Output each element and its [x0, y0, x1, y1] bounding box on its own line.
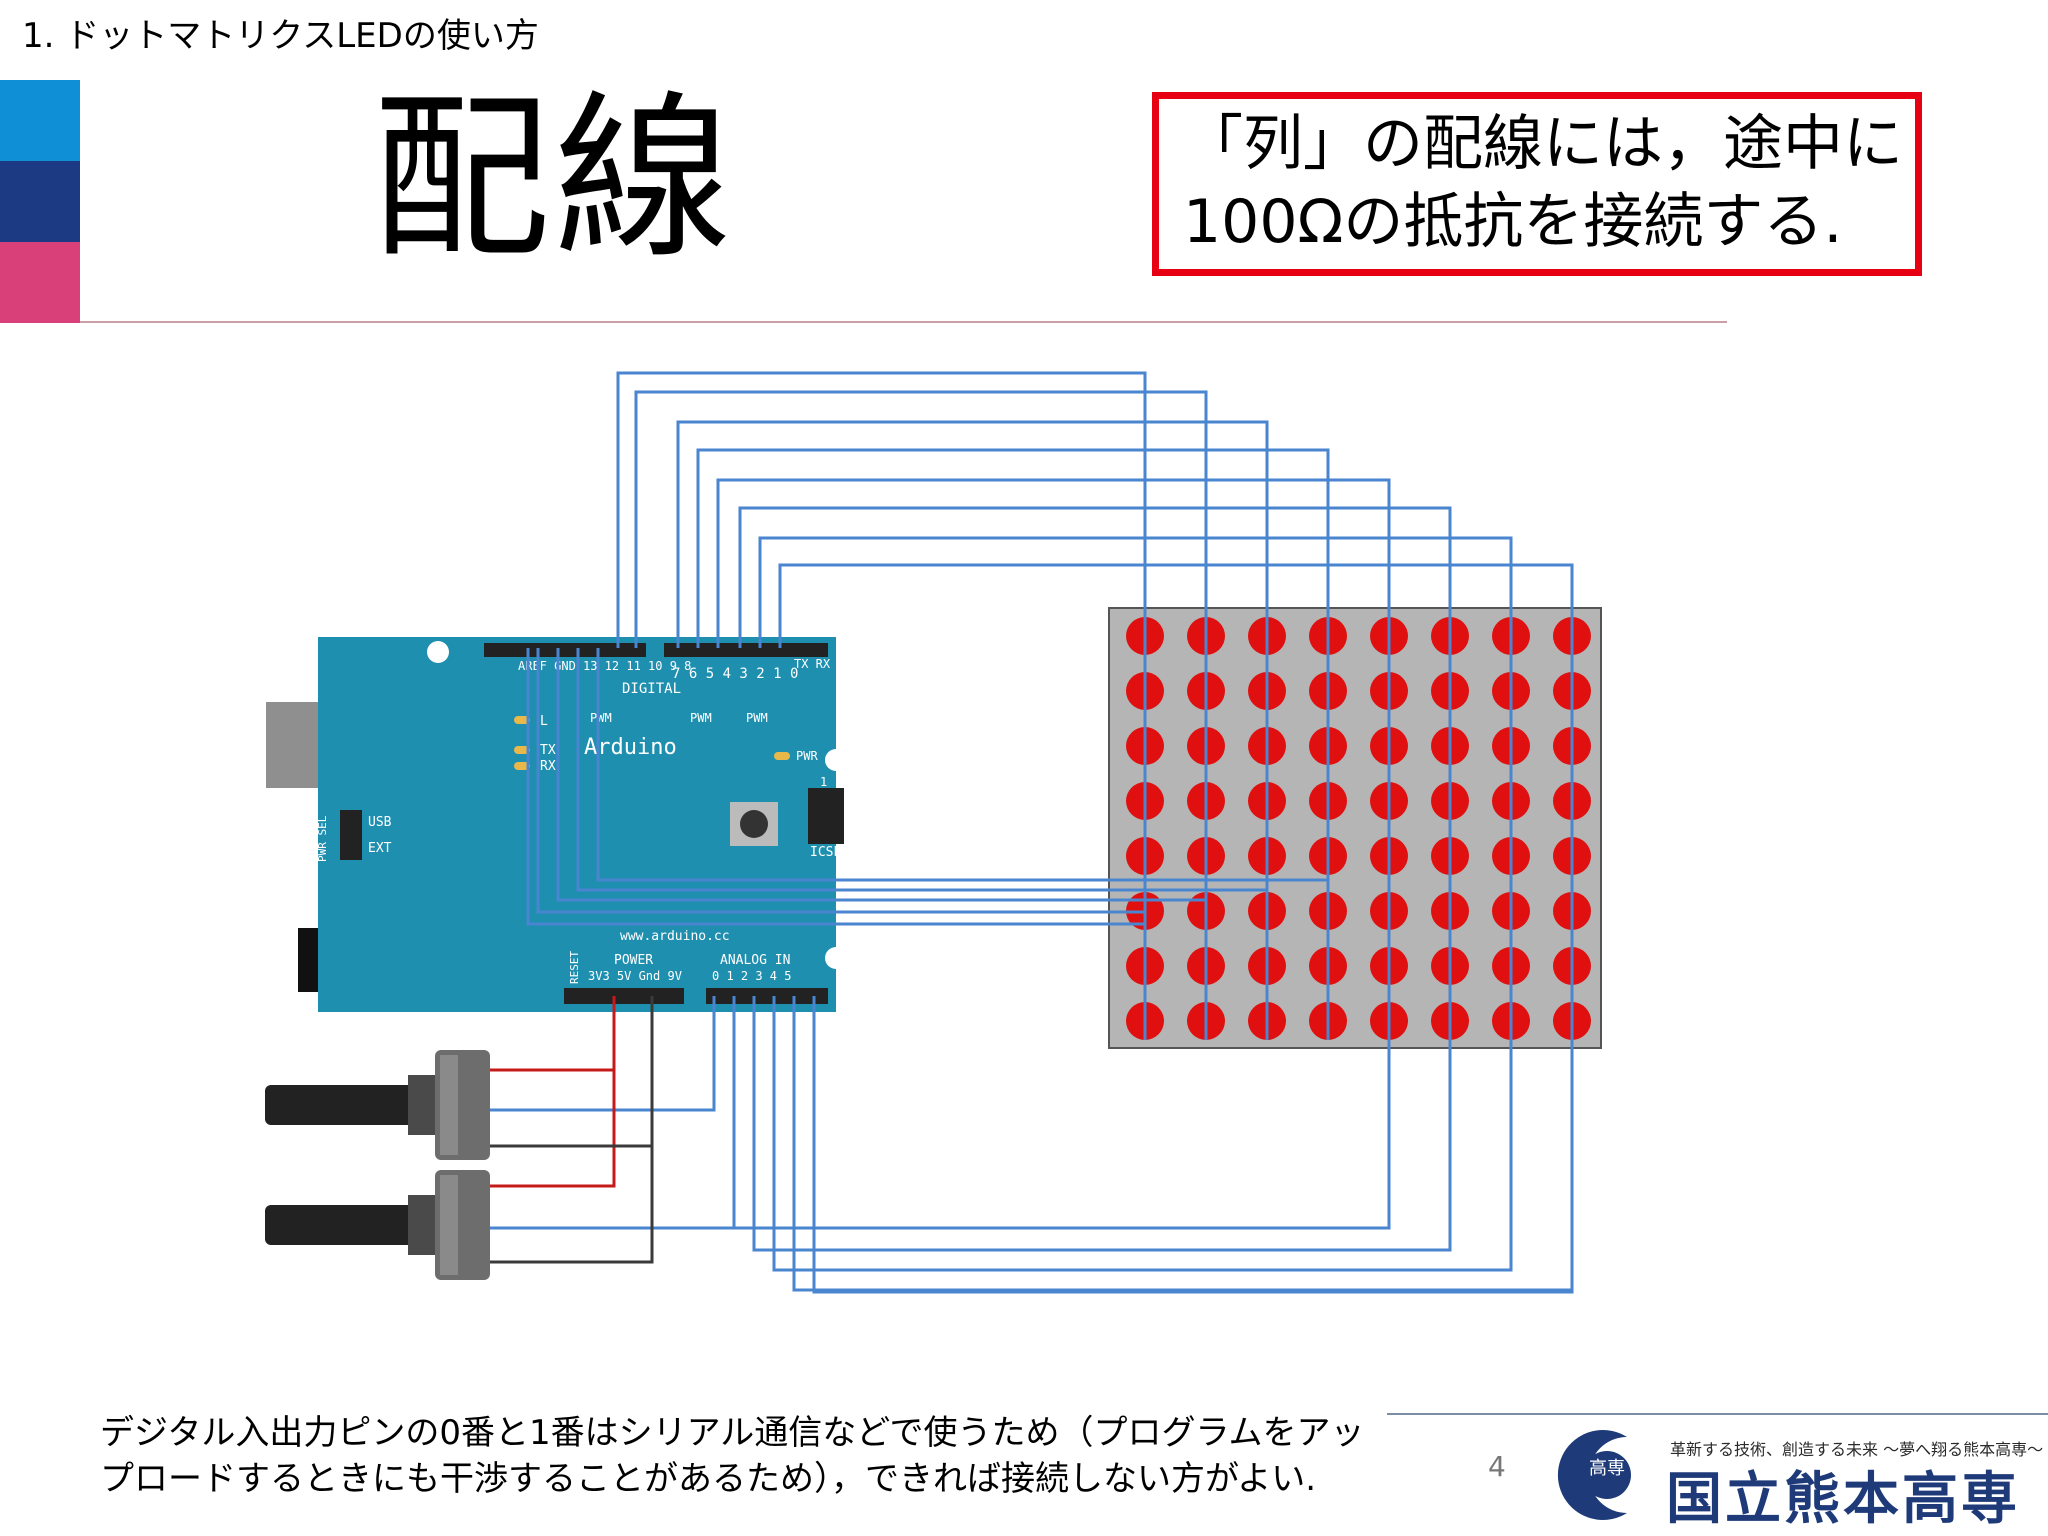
analog-pins-label: 0 1 2 3 4 5 — [712, 969, 791, 983]
wire-analog-3 — [772, 996, 1513, 1272]
icsp-pin-label: 1 — [820, 775, 827, 789]
logo-text: 高専 — [1589, 1458, 1625, 1479]
power-pins-label: 3V3 5V Gnd 9V — [588, 969, 682, 983]
wire-column-6 — [738, 506, 1452, 1040]
accent-bar-blue — [0, 80, 80, 161]
wire-column-7 — [758, 536, 1513, 1040]
page-number: 4 — [1488, 1450, 1506, 1483]
led-rx-label: RX — [540, 759, 556, 774]
wire-column-5 — [716, 478, 1391, 1040]
led-matrix — [1108, 607, 1602, 1049]
reset-label: RESET — [568, 951, 581, 984]
wire-5v-pot2 — [490, 996, 616, 1188]
wire-analog-5 — [812, 996, 1574, 1294]
school-tagline: 革新する技術、創造する未来 ～夢へ翔る熊本高専～ — [1670, 1440, 2044, 1459]
footnote-line-1: デジタル入出力ピンの0番と1番はシリアル通信などで使うため（プログラムをアッ — [100, 1413, 1365, 1453]
potentiometer-1 — [265, 1050, 490, 1160]
footer-divider — [1387, 1413, 2048, 1415]
wiring-diagram: DIGITAL AREF GND 13 12 11 10 9 8 7 6 5 4… — [265, 371, 1602, 1294]
accent-bar-pink — [0, 242, 80, 323]
digital-label: DIGITAL — [622, 681, 681, 697]
usb-label: USB — [368, 815, 392, 830]
pwm-label-2: PWM — [690, 711, 712, 725]
wire-column-4 — [696, 448, 1330, 1040]
wire-pot-2-signal — [490, 996, 736, 1230]
website-label: www.arduino.cc — [620, 929, 730, 944]
wire-row-3 — [556, 648, 1208, 1040]
wire-row-5 — [526, 648, 1147, 1040]
wire-row-1 — [596, 648, 1330, 1040]
led-l-label: L — [540, 714, 548, 729]
icsp-label: ICSP — [810, 845, 841, 860]
led-tx-label: TX — [540, 743, 556, 758]
school-logo-icon: 高専 — [1557, 1430, 1631, 1520]
wire-column-2 — [634, 390, 1208, 1040]
wire-column-8 — [778, 563, 1574, 1040]
ext-label: EXT — [368, 841, 392, 856]
header-divider — [80, 321, 1727, 323]
school-name: 国立熊本高専 — [1666, 1467, 2020, 1532]
callout-box: 「列」の配線には，途中に 100Ωの抵抗を接続する. — [1152, 92, 1922, 276]
section-label: 1. ドットマトリクスLEDの使い方 — [22, 16, 539, 56]
footnote: デジタル入出力ピンの0番と1番はシリアル通信などで使うため（プログラムをアッ プ… — [100, 1410, 1365, 1502]
pwr-sel-label: PWR SEL — [316, 815, 329, 862]
accent-bar-navy — [0, 161, 80, 242]
wire-column-3 — [676, 420, 1269, 1040]
potentiometer-2 — [265, 1170, 490, 1280]
power-label: POWER — [614, 953, 653, 968]
wiring — [490, 371, 1574, 1294]
wire-row-2 — [576, 648, 1269, 1040]
pwr-led-label: PWR — [796, 749, 818, 763]
pwm-label-3: PWM — [746, 711, 768, 725]
wire-gnd-pot2 — [490, 996, 654, 1264]
pwm-label-1: PWM — [590, 711, 612, 725]
wire-analog-0 — [490, 996, 716, 1112]
callout-line-1: 「列」の配線には，途中に — [1183, 109, 1903, 179]
slide-title: 配線 — [372, 75, 736, 282]
footnote-line-2: プロードするときにも干渉することがあるため），できれば接続しない方がよい. — [100, 1459, 1317, 1499]
callout-line-2: 100Ωの抵抗を接続する. — [1183, 187, 1843, 257]
tx-rx-label: TX RX — [794, 657, 831, 671]
wire-column-1 — [616, 371, 1147, 1040]
digital-pin-numbers-low: 7 6 5 4 3 2 1 0 — [672, 666, 798, 682]
wire-analog-2 — [752, 996, 1452, 1252]
analog-in-label: ANALOG IN — [720, 953, 790, 968]
digital-pin-numbers-high: AREF GND 13 12 11 10 9 8 — [518, 659, 691, 673]
